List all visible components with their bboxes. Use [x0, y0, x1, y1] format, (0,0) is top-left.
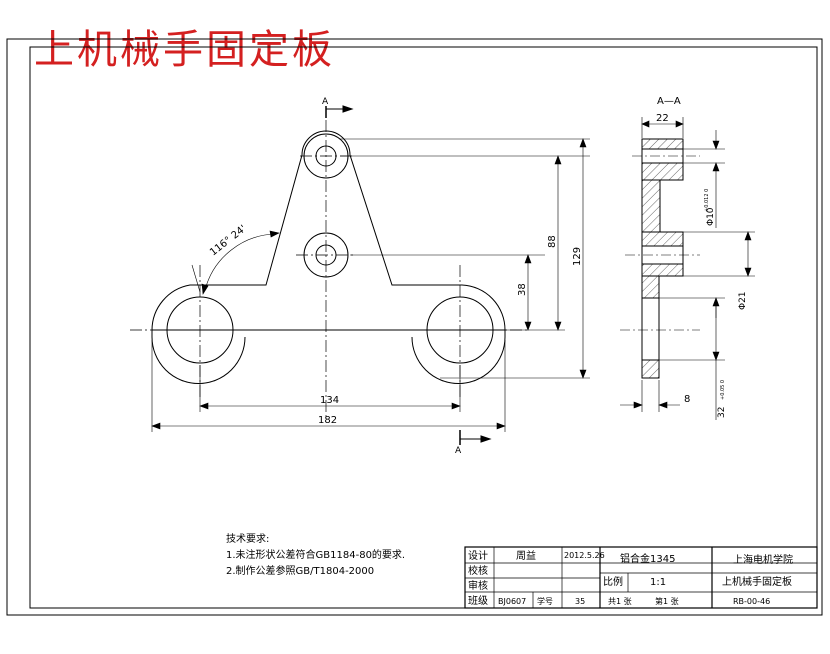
- tb-date: 2012.5.26: [564, 551, 605, 560]
- dim-phi21: Φ21: [738, 291, 748, 310]
- dim-phi10-tol: +0.012 0: [704, 189, 710, 212]
- tb-designer: 周益: [516, 549, 536, 562]
- section-view: [641, 138, 684, 379]
- front-view: [151, 130, 506, 384]
- tb-review-label: 审核: [468, 579, 488, 592]
- dim-phi10: Φ10: [706, 207, 716, 226]
- section-letter-bottom: A: [455, 446, 462, 456]
- section-marker-bottom: [459, 430, 492, 445]
- section-marker-top: [325, 105, 354, 118]
- dim-134: 134: [320, 395, 339, 406]
- page-title: 上机械手固定板: [34, 27, 335, 73]
- dim-angle: 116° 24': [208, 223, 248, 258]
- section-center-lines: [620, 155, 700, 331]
- outer-border: [6, 38, 823, 616]
- section-dimensions: [620, 117, 755, 420]
- dim-8: 8: [684, 394, 690, 405]
- notes-heading: 技术要求:: [226, 534, 270, 545]
- tb-drawing-no: RB-00-46: [733, 597, 770, 606]
- dim-32-tol: +0.05 0: [720, 380, 726, 400]
- tb-scale-label: 比例: [603, 575, 623, 588]
- dim-129: 129: [572, 247, 583, 266]
- section-letter-top: A: [322, 97, 329, 107]
- section-title: A—A: [657, 96, 681, 107]
- dim-22: 22: [656, 113, 669, 124]
- inner-border: [29, 46, 818, 609]
- dim-38: 38: [517, 283, 528, 296]
- front-dimensions: [151, 138, 590, 432]
- tb-design-label: 设计: [468, 549, 488, 562]
- notes-line-1: 1.未注形状公差符合GB1184-80的要求.: [226, 550, 406, 561]
- tb-id-value: 35: [575, 597, 585, 606]
- dim-88: 88: [547, 235, 558, 248]
- center-lines: [130, 120, 530, 420]
- title-block-grid: [464, 546, 818, 609]
- tb-school: 上海电机学院: [733, 553, 793, 566]
- dim-32: 32: [717, 407, 727, 418]
- tb-class-label: 班级: [468, 595, 488, 607]
- tb-sheets: 共1 张: [608, 597, 632, 606]
- tb-class-value: BJ0607: [498, 597, 526, 606]
- tb-sheet-no: 第1 张: [655, 596, 679, 606]
- tb-part-name: 上机械手固定板: [722, 575, 792, 588]
- notes-line-2: 2.制作公差参照GB/T1804-2000: [226, 566, 375, 577]
- tb-material: 铝合金1345: [620, 552, 675, 565]
- technical-notes: 技术要求: 1.未注形状公差符合GB1184-80的要求. 2.制作公差参照GB…: [226, 532, 405, 580]
- tb-check-label: 校核: [468, 564, 488, 577]
- tb-id-label: 学号: [537, 596, 553, 606]
- dim-182: 182: [318, 415, 337, 426]
- tb-scale: 1:1: [650, 577, 666, 588]
